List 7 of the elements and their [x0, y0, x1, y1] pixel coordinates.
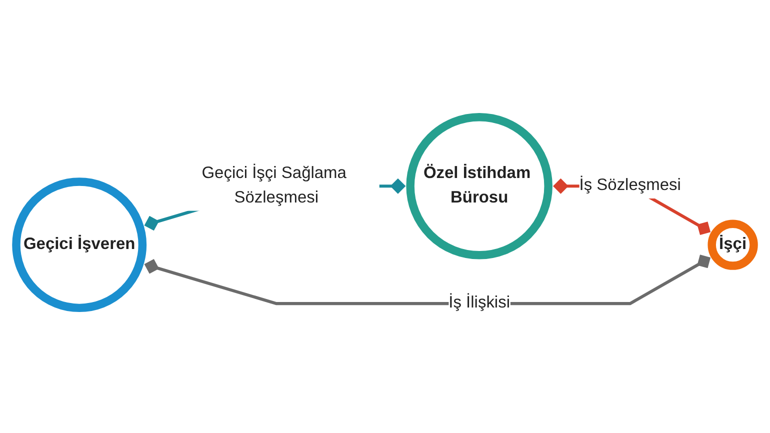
node-circle: Özel İstihdam Bürosu [406, 112, 552, 260]
edge-label: İş İlişkisi [448, 294, 510, 312]
connector [144, 254, 711, 306]
node-circle: Geçici İşveren [12, 178, 147, 312]
edge-label: İş Sözleşmesi [579, 176, 681, 194]
node-circle: İşçi [708, 220, 758, 270]
edge-label: Geçici İşçi Sağlama Sözleşmesi [202, 164, 346, 207]
